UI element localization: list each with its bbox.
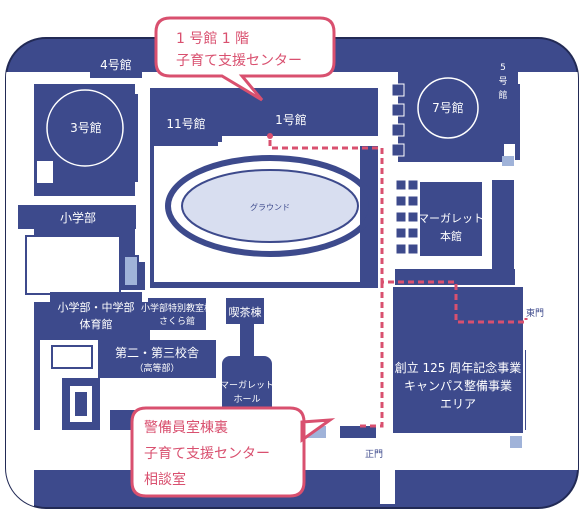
route-start-dot xyxy=(267,133,273,139)
margaret-hall xyxy=(222,356,272,416)
building-11 xyxy=(154,100,218,146)
callout-bottom-line1: 警備員室棟裏 xyxy=(144,419,228,436)
building-3-shape xyxy=(46,89,124,167)
building-4-label: 4号館 xyxy=(100,57,132,72)
callout-top: 1 号館 1 階 子育て支援センター xyxy=(154,16,336,102)
building-7-label: 7号館 xyxy=(432,100,464,115)
anniv-label-2: キャンパス整備事業 xyxy=(404,378,512,393)
ground-area: 11号館 1号館 グラウンド xyxy=(150,88,378,288)
white-lot xyxy=(25,235,121,295)
ground-label: グラウンド xyxy=(250,202,290,212)
building-1 xyxy=(230,100,356,134)
east-gate-label: 東門 xyxy=(526,307,544,319)
margaret-main-label-2: 本館 xyxy=(440,229,462,243)
second-third-label-2: （高等部） xyxy=(134,362,179,374)
kissa-connector xyxy=(240,324,254,364)
second-third-label-1: 第二・第三校舎 xyxy=(115,345,199,360)
kissa-label: 喫茶棟 xyxy=(229,305,262,319)
route xyxy=(268,140,528,428)
path-strip xyxy=(222,136,378,146)
gate-box xyxy=(510,436,522,448)
small-white-block xyxy=(35,159,55,185)
small-gray-right xyxy=(502,156,514,166)
building-5-label-a: 5 xyxy=(500,63,506,73)
building-5-label-c: 館 xyxy=(498,89,507,101)
map-area: 3号館 4号館 小学部 小学部・中学部 体育館 第二・第三校舎 （高等部） 小学… xyxy=(5,37,579,509)
anniv-label-1: 創立 125 周年記念事業 xyxy=(395,360,522,375)
sakura-hall xyxy=(148,298,206,330)
small-blocks xyxy=(391,83,419,255)
building-5-label-b: 号 xyxy=(498,76,507,87)
sakura-label-1: 小学部特別教室棟 xyxy=(141,302,213,314)
callout-top-line2: 子育て支援センター xyxy=(176,53,302,69)
kissa xyxy=(226,298,264,324)
building-second-third xyxy=(98,340,216,378)
sakura-label-2: さくら館 xyxy=(159,315,195,327)
building-4 xyxy=(90,50,142,78)
building-3-label: 3号館 xyxy=(70,120,102,135)
anniversary-area xyxy=(391,285,525,435)
building-11-label: 11号館 xyxy=(166,116,205,131)
right-narrow-block xyxy=(492,180,514,270)
building-5 xyxy=(488,50,518,144)
callout-top-line1: 1 号館 1 階 xyxy=(176,30,249,47)
callout-bottom: 警備員室棟裏 子育て支援センター 相談室 xyxy=(130,406,336,498)
gym-label-2: 体育館 xyxy=(80,317,113,331)
small-gray-block xyxy=(123,255,139,287)
white-block-a xyxy=(51,345,93,369)
callout-bottom-line2: 子育て支援センター xyxy=(144,446,270,462)
margaret-main xyxy=(420,182,482,256)
callout-bottom-line3: 相談室 xyxy=(144,471,186,488)
anniv-label-3: エリア xyxy=(440,397,476,411)
building-7-shape xyxy=(417,77,479,139)
track-inner xyxy=(181,169,359,243)
bottom-left-inner xyxy=(75,392,87,416)
margaret-hall-label-1: マーガレット xyxy=(220,380,274,391)
building-1-label: 1号館 xyxy=(275,112,307,127)
gym xyxy=(50,292,142,336)
margaret-hall-label-2: ホール xyxy=(233,394,260,405)
gym-label-1: 小学部・中学部 xyxy=(58,300,135,314)
shogakubu xyxy=(18,205,136,229)
track-outer xyxy=(165,155,375,257)
margaret-main-label-1: マーガレット xyxy=(418,212,484,225)
shogakubu-label: 小学部 xyxy=(60,210,96,225)
main-gate-label: 正門 xyxy=(365,449,383,460)
guard-room xyxy=(340,426,376,438)
